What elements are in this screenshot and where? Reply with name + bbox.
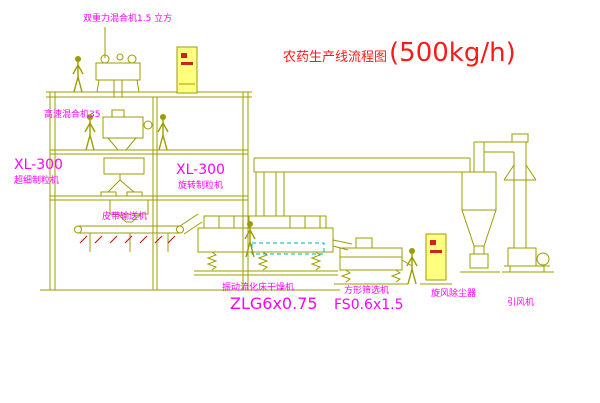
label-high-speed-mixer: 高速混合机35	[44, 110, 101, 120]
label-granulator-mid-model: XL-300	[176, 162, 225, 178]
fluid-bed-dryer	[194, 215, 353, 276]
operator-icon	[406, 247, 418, 285]
high-speed-mixer	[102, 109, 153, 151]
induced-draft-fan	[502, 247, 554, 273]
title-text: 农药生产线流程图	[283, 50, 388, 65]
title-capacity: (500kg/h)	[389, 38, 516, 68]
control-cabinet-sieve	[420, 233, 452, 285]
drawing-title: 农药生产线流程图 (500kg/h)	[283, 38, 516, 68]
square-sieve	[334, 237, 413, 285]
label-cyclone: 旋风除尘器	[431, 289, 477, 299]
label-gravity-mixer: 双重力混合机1.5 立方	[83, 14, 173, 24]
gravity-mixer	[95, 53, 141, 97]
fan-stack	[474, 133, 537, 248]
operator-figures	[72, 55, 418, 285]
operator-icon	[157, 113, 169, 151]
cyclone-separator	[460, 142, 500, 273]
control-cabinet-top	[176, 46, 198, 94]
label-sieve-model: FS0.6x1.5	[334, 297, 404, 313]
dryer-bed-zone	[251, 242, 325, 255]
label-dryer-model: ZLG6x0.75	[230, 294, 318, 313]
label-fan: 引风机	[507, 298, 535, 308]
label-belt-conveyor: 皮带输送机	[102, 212, 148, 222]
label-granulator-left-name: 超细制粒机	[14, 176, 60, 186]
label-sieve: 方形筛选机	[344, 286, 390, 296]
exhaust-duct	[253, 157, 471, 216]
floor-hatch-marks	[79, 235, 176, 244]
dryer-feed-chute	[179, 213, 203, 235]
label-granulator-left-model: XL-300	[14, 157, 63, 173]
operator-icon	[72, 55, 84, 93]
granulator-mid	[109, 199, 149, 223]
granulator-left	[100, 157, 145, 197]
label-granulator-mid-name: 旋转制粒机	[178, 181, 224, 191]
label-dryer: 振动流化床干燥机	[222, 283, 295, 293]
platform-frame	[40, 91, 340, 291]
